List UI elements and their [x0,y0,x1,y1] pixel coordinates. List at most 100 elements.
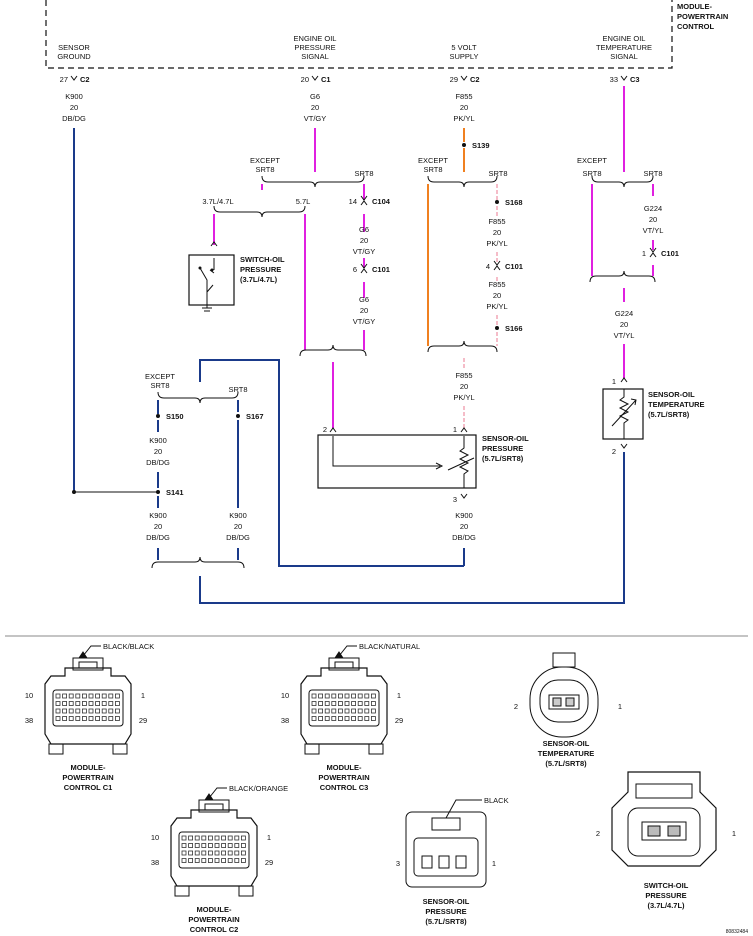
connector-cavity [344,693,350,699]
connector-cavity [75,716,81,721]
k900-wire-c-gauge: 20 [234,522,242,531]
connector-cavity [318,693,324,699]
connector-cavity [55,716,61,721]
switch-contact [210,268,214,272]
connector-view-1 [300,645,388,755]
connector-cavity [188,835,194,841]
connector-cavity [234,835,240,841]
connector-fork [360,268,368,274]
pcm-wire-1-color: VT/GY [304,114,327,123]
wire-k900-return-loop [199,359,464,567]
tag-leader [82,645,101,657]
temp-conn-cavities [548,694,580,710]
connector-fork [493,260,501,266]
connector-cavity [207,858,213,863]
f855-wire-b-gauge: 20 [493,291,501,300]
connector-cavity [370,693,376,699]
sensor-press-pin-1: 1 [453,425,457,434]
pcm-wire-2-gauge: 20 [460,103,468,112]
connector-cavity [115,708,120,714]
g6-wire-a-gauge: 20 [360,236,368,245]
connector-cavity [108,708,114,714]
connector-cavity [324,701,330,706]
connector-color-tag-1: BLACK/NATURAL [359,642,420,651]
press-conn-face [413,837,479,877]
connector-cavity [364,708,370,714]
connector-cavity [62,701,67,706]
sensor-press-internal [332,436,440,467]
tag-leader [338,645,357,657]
g224-wire-a-circuit: G224 [644,204,662,213]
connector-pin-bl-0: 38 [25,716,33,725]
f855-wire-b-circuit: F855 [488,280,505,289]
k900-wire-b-color: DB/DG [146,533,170,542]
connector-cavity [55,708,61,714]
connector-view-3 [529,652,599,738]
switch-conn-latch [635,783,693,799]
connector-cavity [370,716,376,721]
connector-foot [304,743,320,755]
connector-fork [70,75,78,81]
f855-wire-c-color: PK/YL [453,393,474,402]
connector-cavity [337,701,343,706]
press-conn-cavity [438,855,450,869]
connector-cavity [214,858,220,863]
connector-view-0 [44,645,132,755]
connector-cavity [115,701,120,706]
pcm-pin-number-0: 27 [60,75,68,84]
connector-cavity [331,701,337,706]
connector-cavity [357,716,363,721]
g6-wire-b-circuit: G6 [359,295,369,304]
connector-cavity [88,693,94,699]
connector-cavity [101,708,107,714]
connector-cavity [75,708,81,714]
connector-cavity [311,708,317,714]
variant-srt8-d: SRT8 [228,385,247,394]
pcm-wire-1-circuit: G6 [310,92,320,101]
switch-conn-cavity [667,825,681,837]
temp-conn-inner [539,679,589,723]
connector-cavity [318,701,324,706]
connector-cavity [221,858,227,863]
connector-cavity [201,843,207,848]
inline-conn-pin-c101: 6 [353,265,357,274]
connector-cavity [324,716,330,721]
connector-cavity [240,858,246,863]
variant-brace [591,175,654,188]
connector-cavity [194,850,200,856]
connector-cavity [221,835,227,841]
connector-fork [460,493,468,499]
connector-cavity [207,850,213,856]
connector-pin-br-1: 29 [395,716,403,725]
connector-cavity [82,708,87,714]
pcm-wire-0-gauge: 20 [70,103,78,112]
variant-37: 3.7L/4.7L [202,197,233,206]
connector-cavity [227,843,233,848]
connector-cavity [351,701,357,706]
switch-contact [198,266,202,270]
k900-wire-sensor-gauge: 20 [460,522,468,531]
inline-conn-c101: C101 [661,249,679,258]
connector-color-tag-0: BLACK/BLACK [103,642,154,651]
connector-cavity [324,708,330,714]
inline-conn-c101: C101 [372,265,390,274]
connector-fork [360,200,368,206]
connector-pin-tr-1: 1 [397,691,401,700]
variant-brace [151,556,245,569]
connector-cavity [181,835,187,841]
pcm-pin-number-2: 29 [450,75,458,84]
variant-brace [299,344,367,357]
connector-cavity [68,716,74,721]
connector-cavity [370,708,376,714]
pcm-pin-number-1: 20 [301,75,309,84]
